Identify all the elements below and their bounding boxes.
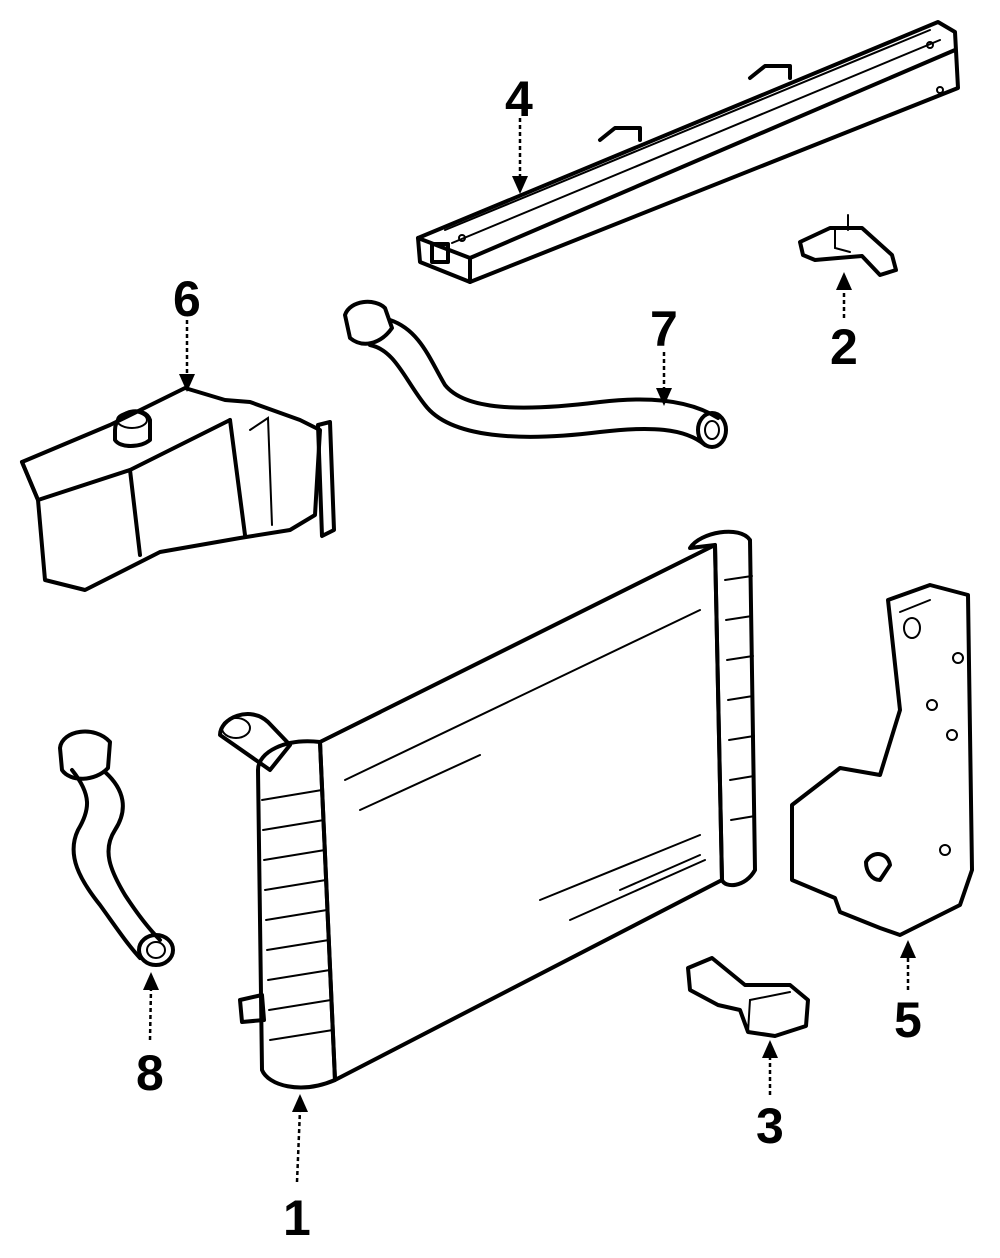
side-baffle: [790, 583, 974, 937]
callout-2: 2: [830, 319, 858, 375]
lower-insulator: [686, 956, 810, 1038]
callout-numbers: 1 2 3 4 5 6 7 8: [136, 71, 922, 1246]
callout-5: 5: [894, 992, 922, 1048]
leader-lines: [143, 118, 916, 1183]
callout-1: 1: [283, 1190, 311, 1246]
callout-4: 4: [505, 71, 533, 127]
callout-8: 8: [136, 1045, 164, 1101]
callout-3: 3: [756, 1098, 784, 1154]
upper-support-bar: [416, 20, 960, 284]
callout-6: 6: [173, 271, 201, 327]
lower-radiator-hose: [58, 729, 175, 967]
callout-7: 7: [650, 301, 678, 357]
upper-insulator: [798, 214, 898, 277]
coolant-reservoir: [20, 386, 336, 592]
radiator: [218, 529, 757, 1090]
upper-radiator-hose: [343, 299, 728, 449]
